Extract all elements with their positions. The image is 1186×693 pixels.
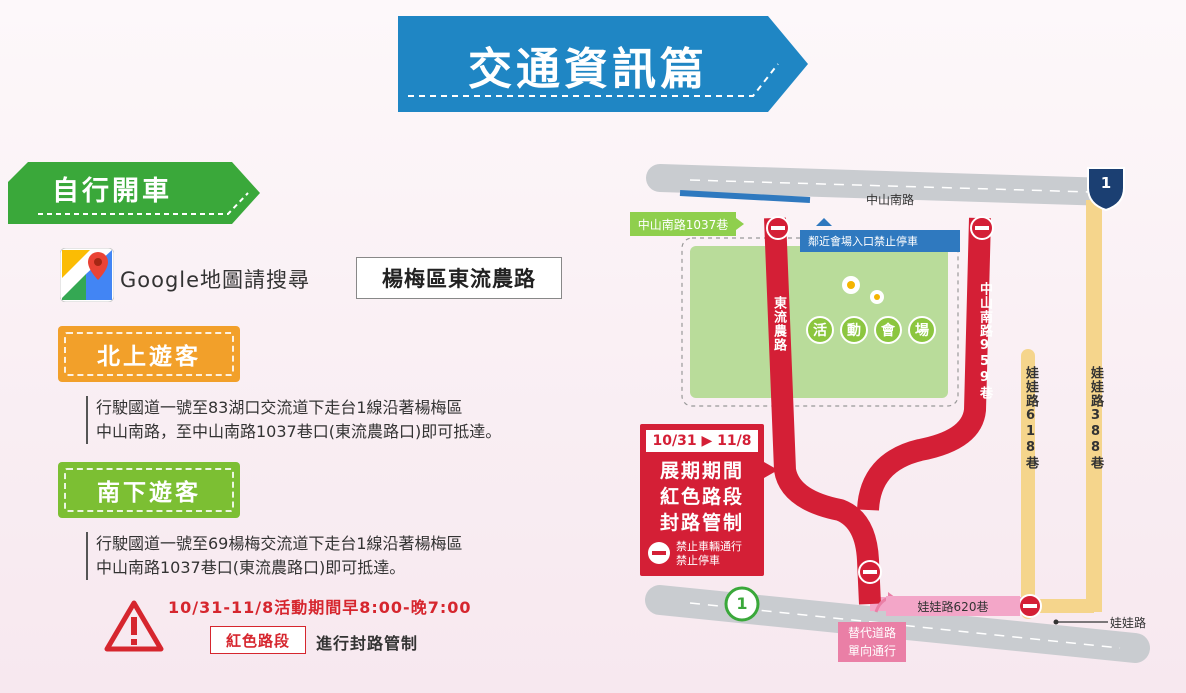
search-keyword-box: 楊梅區東流農路 (356, 257, 562, 299)
venue-char: 場 (908, 316, 936, 344)
south-visitors-tag: 南下遊客 (58, 462, 240, 518)
north-line-1: 行駛國道一號至83湖口交流道下走台1線沿著楊梅區 (96, 398, 463, 417)
zhongshan-959-label: 中山南路959巷 (977, 282, 992, 400)
wawa-388-label: 娃娃路388巷 (1088, 366, 1103, 470)
venue-char: 活 (806, 316, 834, 344)
wawa-620-label: 娃娃路620巷 (886, 596, 1020, 616)
info-line-2: 紅色路段 (659, 486, 744, 508)
wawa-618-label: 娃娃路618巷 (1023, 366, 1038, 470)
info-line-3: 封路管制 (659, 512, 744, 534)
no-entry-icon (970, 216, 994, 240)
closure-text: 進行封路管制 (316, 634, 419, 653)
no-parking-label: 鄰近會場入口禁止停車 (800, 230, 960, 252)
south-line-1: 行駛國道一號至69楊梅交流道下走台1線沿著楊梅區 (96, 534, 463, 553)
route-1-top-number: 1 (1100, 174, 1112, 192)
warning-icon (104, 600, 164, 652)
zhongshan-south-road-label: 中山南路 (866, 193, 915, 207)
south-tag-label: 南下遊客 (97, 480, 201, 506)
route-1-shield-top (1087, 167, 1125, 212)
zhongshan-road-top (646, 164, 1124, 206)
red-section-label: 紅色路段 (210, 626, 306, 654)
zhongshan-959-red-road (857, 217, 991, 511)
north-tag-label: 北上遊客 (97, 344, 201, 370)
info-note-2: 禁止停車 (676, 554, 720, 567)
no-entry-icon (766, 216, 790, 240)
title-banner (398, 16, 808, 112)
drive-tab-banner (8, 162, 260, 224)
venue-char: 會 (874, 316, 902, 344)
blue-no-parking-segment (679, 190, 811, 203)
route-1-bottom-number: 1 (736, 594, 748, 613)
flower-icon (870, 290, 884, 304)
closure-info-box: 10/31 ▶ 11/8 展期期間 紅色路段 封路管制 禁止車輛通行 禁止停車 (640, 424, 764, 576)
info-line-1: 展期期間 (659, 460, 744, 482)
wawa-road-label: 娃娃路 (1110, 616, 1147, 630)
route-1-shield-bottom (724, 586, 760, 622)
north-line-2: 中山南路，至中山南路1037巷口(東流農路口)即可抵達。 (96, 422, 502, 441)
venue-label: 活 動 會 場 (806, 316, 936, 344)
south-line-2: 中山南路1037巷口(東流農路口)即可抵達。 (96, 558, 406, 577)
no-entry-icon (1018, 594, 1042, 618)
flower-icon (842, 276, 860, 294)
south-directions: 行駛國道一號至69楊梅交流道下走台1線沿著楊梅區 中山南路1037巷口(東流農路… (86, 532, 463, 580)
alt-route-line-1: 替代道路 (847, 626, 896, 640)
info-date: 10/31 ▶ 11/8 (646, 430, 758, 452)
venue-char: 動 (840, 316, 868, 344)
google-maps-icon (60, 248, 114, 302)
alt-route-box: 替代道路 單向通行 (838, 622, 906, 662)
lane-1037-label: 中山南路1037巷 (630, 212, 736, 236)
warning-time: 10/31-11/8活動期間早8:00-晚7:00 (168, 598, 472, 617)
google-search-hint: Google地圖請搜尋 (120, 268, 311, 292)
info-main: 展期期間 紅色路段 封路管制 (640, 458, 764, 536)
no-entry-icon (858, 560, 882, 584)
no-entry-icon (648, 542, 670, 564)
dongliu-road-label: 東流農路 (771, 296, 786, 352)
drive-tab-label: 自行開車 (52, 176, 172, 207)
north-directions: 行駛國道一號至83湖口交流道下走台1線沿著楊梅區 中山南路，至中山南路1037巷… (86, 396, 501, 444)
page-title: 交通資訊篇 (468, 44, 708, 95)
north-visitors-tag: 北上遊客 (58, 326, 240, 382)
dongliu-red-road (764, 217, 881, 605)
alt-route-line-2: 單向通行 (847, 644, 896, 658)
info-note-1: 禁止車輛通行 (676, 540, 742, 553)
info-note: 禁止車輛通行 禁止停車 (676, 540, 742, 568)
